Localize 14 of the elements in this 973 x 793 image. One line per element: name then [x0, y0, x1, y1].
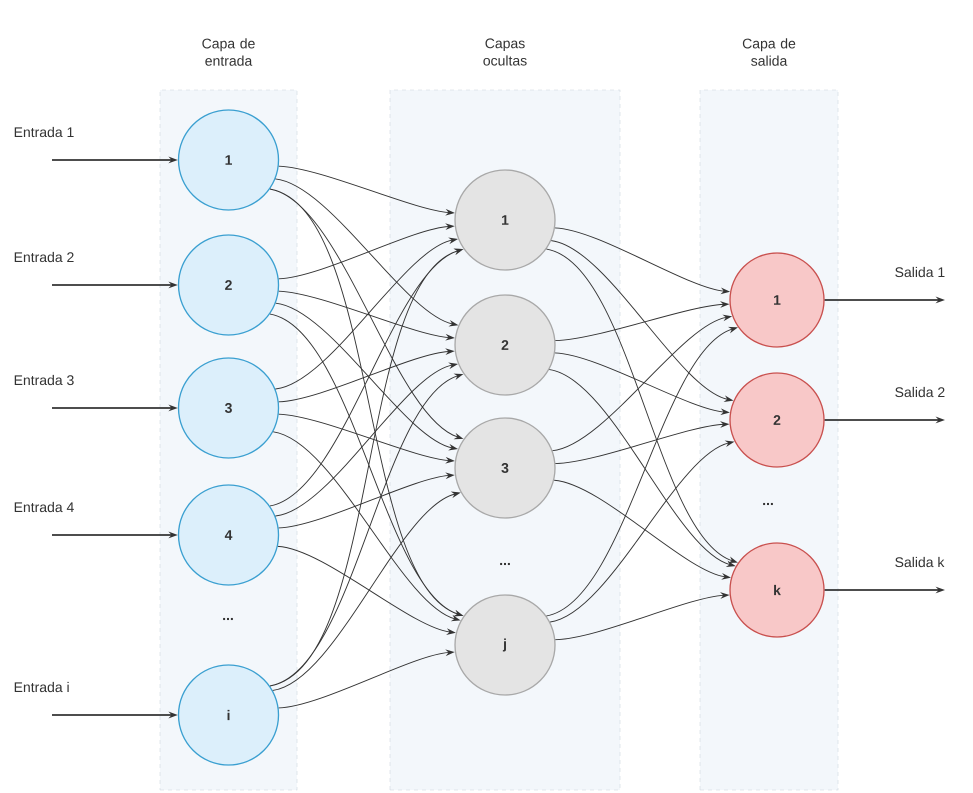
edge-label: Entrada i	[14, 682, 69, 692]
edge-label: Entrada 3	[14, 374, 74, 386]
edge-label: Entrada 1	[14, 126, 74, 138]
layer-heading: Capa de entrada	[202, 38, 255, 66]
ellipsis: ...	[223, 618, 233, 620]
ellipsis: ...	[500, 562, 510, 566]
layer-heading: Capas ocultas	[483, 38, 527, 66]
ellipsis: ...	[763, 502, 773, 506]
layer-heading: Capa de salida	[742, 38, 796, 66]
edge-label: Salida 1	[895, 266, 944, 278]
edge-label: Salida 2	[895, 386, 944, 398]
edge-label: Entrada 2	[14, 252, 74, 262]
edge-label: Entrada 4	[14, 502, 74, 512]
edge-label: Salida k	[895, 556, 944, 568]
